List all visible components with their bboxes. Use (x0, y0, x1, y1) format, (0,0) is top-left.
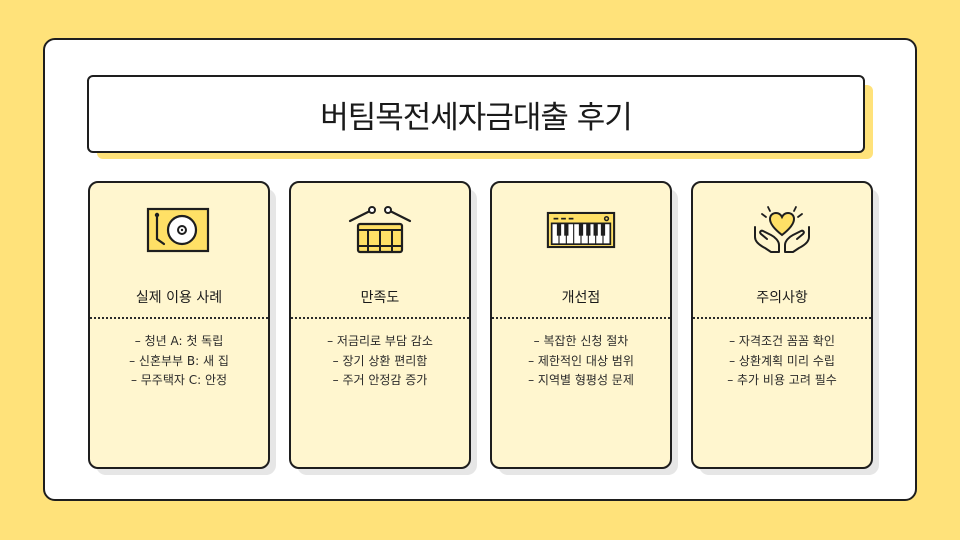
card-list: – 자격조건 꼼꼼 확인 – 상환계획 미리 수립 – 추가 비용 고려 필수 (693, 332, 871, 391)
turntable-icon (144, 205, 214, 255)
card-title: 실제 이용 사례 (135, 290, 223, 306)
list-item: – 장기 상환 편리함 (332, 353, 428, 368)
page-title: 버팀목전세자금대출 후기 (320, 99, 633, 136)
card-cautions: 주의사항 – 자격조건 꼼꼼 확인 – 상환계획 미리 수립 – 추가 비용 고… (691, 181, 873, 469)
card-list: – 저금리로 부담 감소 – 장기 상환 편리함 – 주거 안정감 증가 (291, 332, 469, 391)
list-item: – 자격조건 꼼꼼 확인 (729, 334, 835, 348)
list-item: – 제한적인 대상 범위 (528, 353, 634, 368)
list-item: – 청년 A: 첫 독립 (134, 334, 224, 348)
list-item: – 복잡한 신청 절차 (533, 334, 629, 348)
drum-icon (345, 205, 415, 255)
list-item: – 지역별 형평성 문제 (528, 373, 634, 387)
card-usage-cases: 실제 이용 사례 – 청년 A: 첫 독립 – 신혼부부 B: 새 집 – 무주… (88, 181, 270, 469)
list-item: – 추가 비용 고려 필수 (727, 373, 837, 387)
divider (291, 317, 469, 319)
list-item: – 상환계획 미리 수립 (729, 353, 835, 368)
keyboard-icon (546, 205, 616, 255)
list-item: – 신혼부부 B: 새 집 (129, 353, 229, 368)
card-list: – 청년 A: 첫 독립 – 신혼부부 B: 새 집 – 무주택자 C: 안정 (90, 332, 268, 391)
divider (693, 317, 871, 319)
divider (492, 317, 670, 319)
card-title: 주의사항 (756, 290, 808, 306)
card-satisfaction: 만족도 – 저금리로 부담 감소 – 장기 상환 편리함 – 주거 안정감 증가 (289, 181, 471, 469)
card-list: – 복잡한 신청 절차 – 제한적인 대상 범위 – 지역별 형평성 문제 (492, 332, 670, 391)
title-box: 버팀목전세자금대출 후기 (87, 75, 865, 153)
list-item: – 주거 안정감 증가 (332, 373, 428, 387)
card-title: 개선점 (561, 290, 601, 306)
card-title: 만족도 (360, 290, 400, 306)
divider (90, 317, 268, 319)
list-item: – 무주택자 C: 안정 (130, 373, 228, 387)
card-improvements: 개선점 – 복잡한 신청 절차 – 제한적인 대상 범위 – 지역별 형평성 문… (490, 181, 672, 469)
list-item: – 저금리로 부담 감소 (327, 334, 433, 348)
heart-hands-icon (747, 205, 817, 255)
